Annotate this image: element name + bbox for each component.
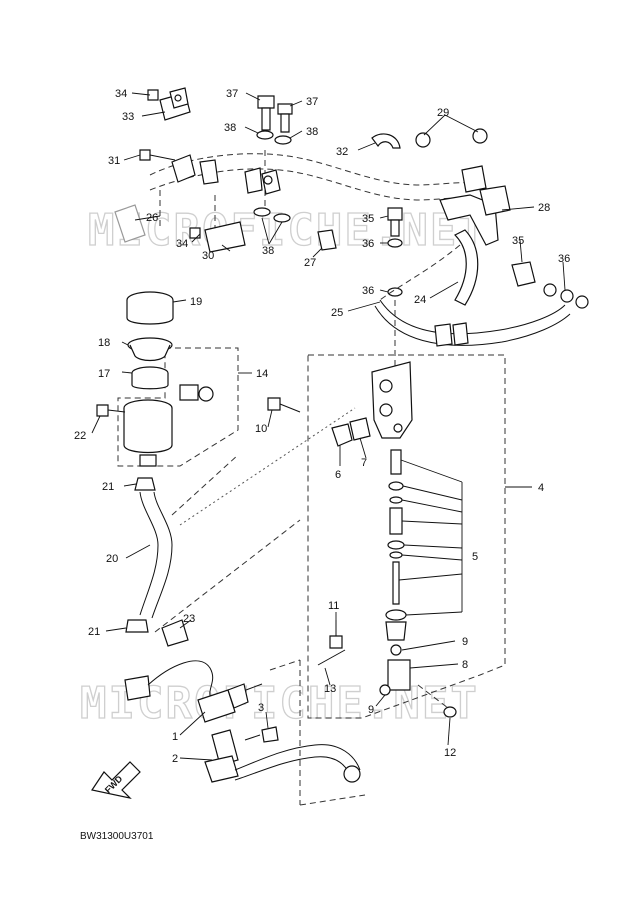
hose-clamp-assembly	[114, 87, 511, 253]
callout-28: 28	[538, 202, 550, 214]
callout-30: 30	[202, 250, 214, 262]
reservoir-hose	[125, 454, 301, 633]
callout-35a: 35	[362, 213, 374, 225]
watermark-top: MICROFICHE.NET	[88, 205, 487, 256]
callout-13: 13	[324, 683, 336, 695]
callout-3: 3	[258, 702, 264, 714]
callout-34b: 34	[176, 238, 188, 250]
leader-lines	[91, 92, 566, 761]
callout-6: 6	[335, 469, 341, 481]
callout-32: 32	[336, 146, 348, 158]
callout-33: 33	[122, 111, 134, 123]
callout-8: 8	[462, 659, 468, 671]
callout-37a: 37	[226, 88, 238, 100]
fwd-arrow-icon: FWD	[91, 761, 141, 800]
brake-pedal	[204, 660, 366, 806]
callout-27: 27	[304, 257, 316, 269]
diagram-code: BW31300U3701	[80, 831, 154, 842]
callouts: 34 33 31 37 37 38 38 32 29 28 26 34 30 3…	[74, 88, 570, 765]
callout-23: 23	[183, 613, 195, 625]
callout-4: 4	[538, 482, 544, 494]
callout-10: 10	[255, 423, 267, 435]
callout-35b: 35	[512, 235, 524, 247]
callout-11: 11	[328, 600, 339, 612]
callout-14: 14	[256, 368, 268, 380]
reservoir-assembly	[96, 291, 239, 467]
callout-34a: 34	[115, 88, 127, 100]
callout-36a: 36	[362, 238, 374, 250]
callout-37b: 37	[306, 96, 318, 108]
callout-24: 24	[414, 294, 426, 306]
callout-9b: 9	[368, 704, 374, 716]
callout-21a: 21	[102, 481, 114, 493]
callout-21b: 21	[88, 626, 100, 638]
callout-31: 31	[108, 155, 120, 167]
callout-7: 7	[361, 457, 367, 469]
callout-19: 19	[190, 296, 202, 308]
callout-22: 22	[74, 430, 86, 442]
callout-29: 29	[437, 107, 449, 119]
callout-26: 26	[146, 212, 158, 224]
callout-9a: 9	[462, 636, 468, 648]
callout-12: 12	[444, 747, 456, 759]
master-cylinder-assembly	[179, 354, 506, 719]
callout-25: 25	[331, 307, 343, 319]
callout-17: 17	[98, 368, 110, 380]
callout-38c: 38	[262, 245, 274, 257]
brake-switch	[124, 619, 301, 723]
callout-20: 20	[106, 553, 118, 565]
callout-38b: 38	[306, 126, 318, 138]
callout-38a: 38	[224, 122, 236, 134]
callout-5: 5	[472, 551, 478, 563]
callout-18: 18	[98, 337, 110, 349]
callout-1: 1	[172, 731, 178, 743]
callout-2: 2	[172, 753, 178, 765]
callout-36b: 36	[362, 285, 374, 297]
brake-hose	[374, 229, 589, 370]
callout-36c: 36	[558, 253, 570, 265]
